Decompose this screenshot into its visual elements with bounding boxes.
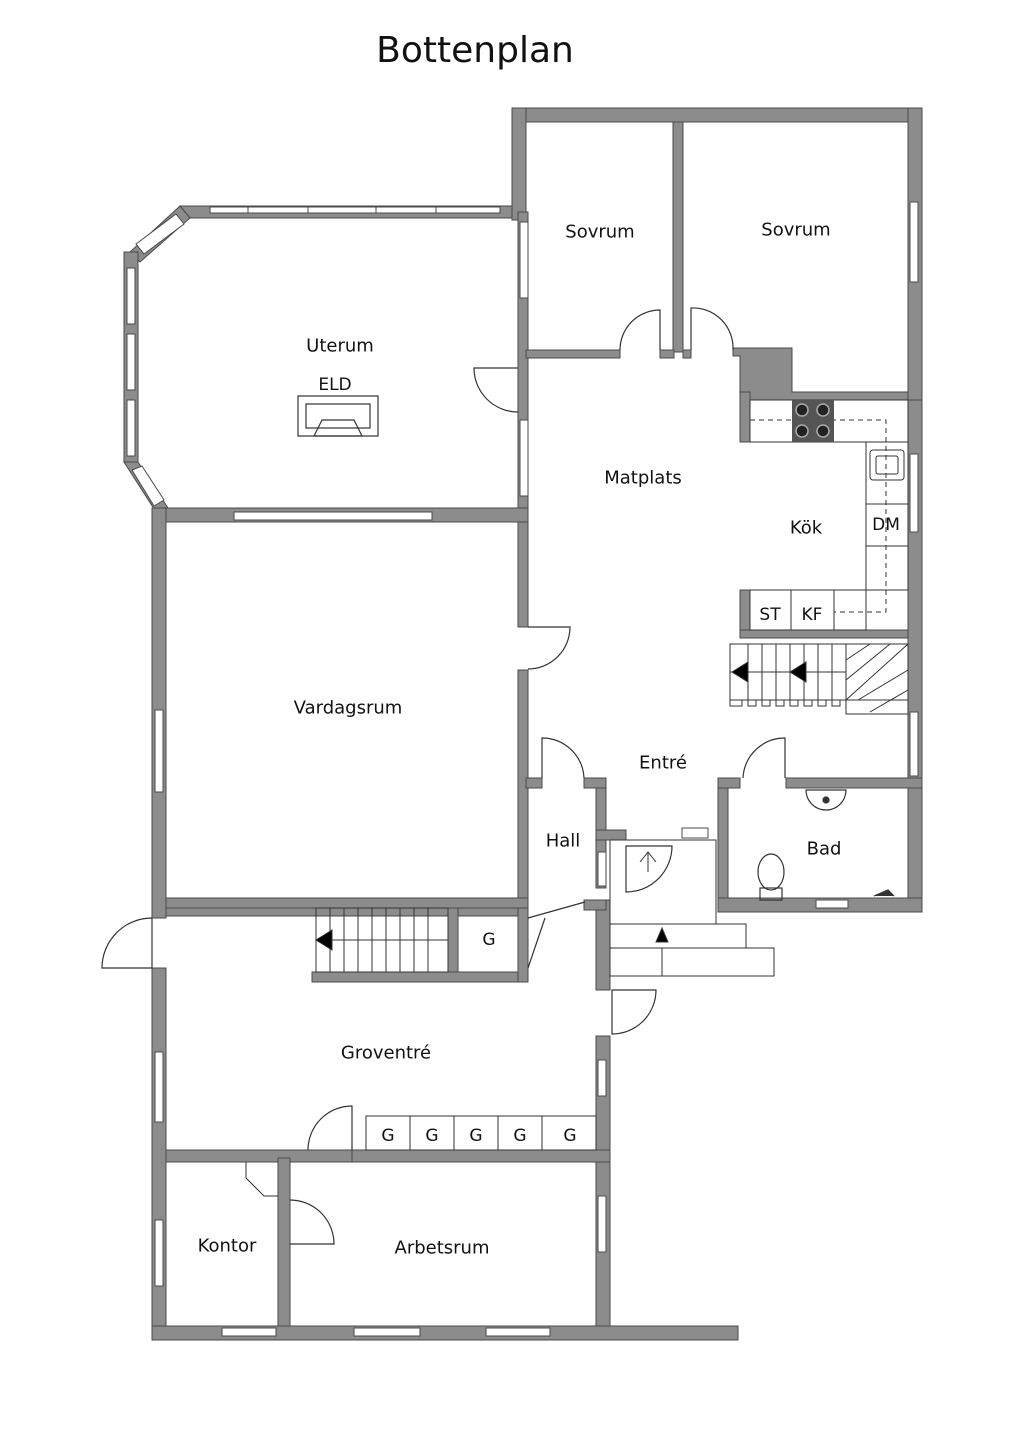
bathroom-fixtures [757, 789, 895, 901]
label-g-5: G [563, 1126, 577, 1146]
room-label-vardagsrum: Vardagsrum [293, 697, 403, 719]
staircase-main [729, 643, 909, 715]
label-st: ST [759, 605, 781, 625]
room-label-sovrum-1: Sovrum [565, 221, 635, 243]
room-label-hall: Hall [545, 830, 581, 852]
storage-cabinets [245, 1115, 597, 1197]
room-label-kontor: Kontor [197, 1235, 257, 1257]
entrance-steps [609, 839, 775, 977]
doors [101, 307, 786, 1245]
label-kf: KF [801, 605, 823, 625]
room-label-sovrum-2: Sovrum [761, 219, 831, 241]
label-eld: ELD [318, 375, 352, 395]
room-label-entre: Entré [639, 752, 687, 774]
label-g-stair: G [482, 930, 496, 950]
windows [126, 201, 919, 1337]
stove-icon [792, 400, 834, 442]
room-label-arbetsrum: Arbetsrum [394, 1237, 490, 1259]
label-g-1: G [381, 1126, 395, 1146]
room-label-matplats: Matplats [604, 467, 682, 489]
room-label-bad: Bad [806, 838, 842, 860]
label-g-3: G [469, 1126, 483, 1146]
label-g-2: G [425, 1126, 439, 1146]
room-label-groventre: Groventré [340, 1042, 432, 1064]
room-label-kok: Kök [789, 517, 823, 539]
page-title: Bottenplan [376, 30, 574, 71]
room-label-uterum: Uterum [306, 335, 374, 357]
staircase-garage [315, 907, 449, 973]
label-dm: DM [872, 515, 900, 535]
fireplace-icon [297, 395, 379, 437]
label-g-4: G [513, 1126, 527, 1146]
